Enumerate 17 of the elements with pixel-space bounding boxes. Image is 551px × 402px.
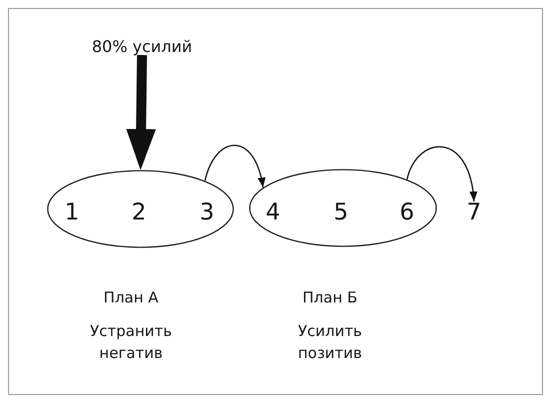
- step-number: 4: [266, 202, 280, 224]
- step-number: 5: [334, 202, 348, 224]
- step-number: 6: [400, 202, 414, 224]
- curved-arrow: [406, 146, 477, 202]
- step-number: 7: [466, 202, 482, 224]
- plan-title: План Б: [302, 290, 358, 306]
- step-number: 1: [64, 202, 80, 224]
- step-number: 3: [200, 202, 214, 224]
- plan-ellipse: [249, 169, 437, 247]
- curved-arrow: [204, 144, 265, 188]
- step-number: 2: [132, 202, 146, 224]
- plan-ellipse: [47, 170, 234, 248]
- plan-description: Усилить позитив: [296, 321, 364, 364]
- effort-label: 80% усилий: [92, 39, 192, 55]
- plan-description: Устранить негатив: [89, 321, 173, 364]
- plan-title: План А: [104, 290, 158, 306]
- arrow: [126, 54, 156, 170]
